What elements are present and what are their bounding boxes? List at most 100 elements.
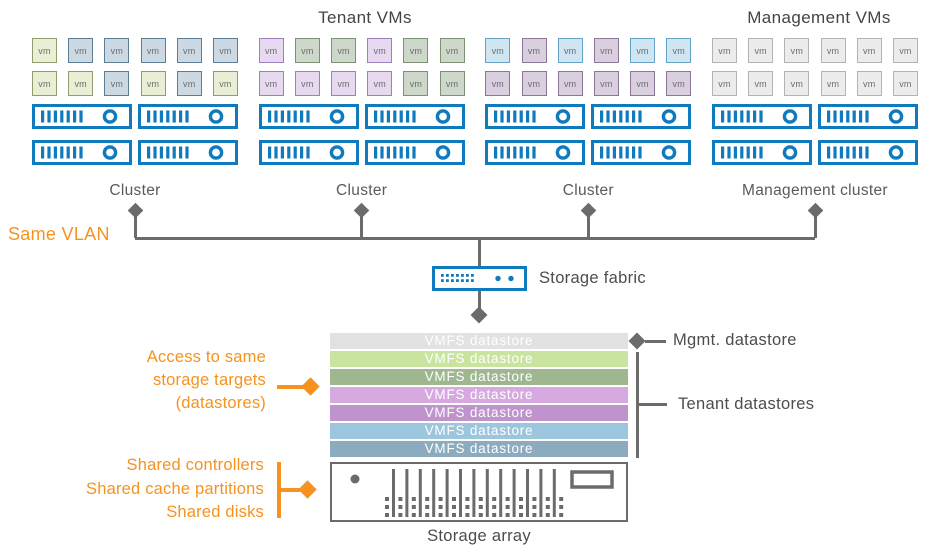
host-server-icon <box>364 140 465 165</box>
annotation-line: Shared disks <box>166 503 264 521</box>
mgmt-datastore-label: Mgmt. datastore <box>673 331 797 349</box>
same-vlan-label: Same VLAN <box>8 224 110 244</box>
vm-icon: vm <box>820 71 846 96</box>
vm-label: vm <box>146 78 160 89</box>
host-server-icon <box>258 140 359 165</box>
host-server-icon <box>817 140 918 165</box>
vm-label: vm <box>373 78 386 89</box>
host-server-icon <box>591 104 692 129</box>
vm-icon: vm <box>68 38 94 63</box>
shared-arrow-line <box>277 488 300 492</box>
annotation-line: storage targets <box>152 371 266 389</box>
host-server <box>711 140 812 170</box>
vm-label: vm <box>74 45 87 56</box>
host-server-icon <box>32 140 132 165</box>
host-server <box>258 140 359 170</box>
server-grid <box>32 104 238 170</box>
vm-label: vm <box>672 78 685 89</box>
vm-icon: vm <box>367 38 393 63</box>
host-server-icon <box>711 140 812 165</box>
vm-icon: vm <box>331 38 357 63</box>
vm-icon: vm <box>212 38 238 63</box>
vm-icon: vm <box>32 71 57 96</box>
vm-icon: vm <box>176 71 202 96</box>
vmfs-datastore-bar: VMFS datastore <box>330 441 628 457</box>
vm-icon: vm <box>630 71 656 96</box>
vm-label: vm <box>790 45 804 56</box>
vm-label: vm <box>264 78 278 89</box>
vm-label: vm <box>600 78 613 89</box>
vm-label: vm <box>264 45 278 56</box>
host-server-icon <box>258 104 359 129</box>
fabric-ports-graphic <box>441 274 514 282</box>
vm-label: vm <box>146 45 160 56</box>
cluster-stub-line <box>586 211 590 238</box>
host-server <box>485 140 586 170</box>
vm-icon: vm <box>892 38 918 63</box>
vm-icon: vm <box>294 38 320 63</box>
vm-label: vm <box>600 45 613 56</box>
vm-icon: vm <box>593 38 619 63</box>
vm-label: vm <box>183 78 196 89</box>
vm-icon: vm <box>666 71 692 96</box>
vm-icon: vm <box>557 38 583 63</box>
host-server <box>817 140 918 170</box>
vm-label: vm <box>527 78 541 89</box>
server-grid <box>485 104 692 170</box>
cluster-stub-line <box>360 211 364 238</box>
vm-label: vm <box>337 78 350 89</box>
host-server-icon <box>485 140 586 165</box>
vm-icon: vm <box>104 71 130 96</box>
vm-label: vm <box>301 78 314 89</box>
host-server <box>364 104 465 134</box>
storage-fabric-label: Storage fabric <box>539 269 646 287</box>
vm-label: vm <box>754 78 767 89</box>
cluster-stub-line <box>133 211 137 238</box>
vm-label: vm <box>899 78 912 89</box>
storage-array-graphic <box>350 469 614 517</box>
server-grid <box>258 104 465 170</box>
vm-icon: vm <box>176 38 202 63</box>
vm-label: vm <box>718 78 731 89</box>
vm-icon: vm <box>748 71 774 96</box>
vm-label: vm <box>38 78 51 89</box>
cluster-connector-diamond <box>580 202 597 219</box>
host-server <box>591 104 692 134</box>
host-server <box>258 104 359 134</box>
vm-icon: vm <box>439 38 465 63</box>
vm-label: vm <box>219 78 232 89</box>
vm-icon: vm <box>258 38 284 63</box>
vm-icon: vm <box>140 71 166 96</box>
cluster-label: Cluster <box>109 182 161 199</box>
vmfs-datastore-bar: VMFS datastore <box>330 405 628 421</box>
vm-icon: vm <box>593 71 619 96</box>
host-server <box>32 104 132 134</box>
host-server-icon <box>591 140 692 165</box>
vm-label: vm <box>826 78 840 89</box>
tenant-vms-title: Tenant VMs <box>318 8 412 27</box>
fabric-to-datastore-line <box>478 291 481 310</box>
vm-label: vm <box>445 45 459 56</box>
vm-label: vm <box>636 45 649 56</box>
cluster-connector-diamond <box>353 202 370 219</box>
host-server <box>138 104 238 134</box>
vm-icon: vm <box>748 38 774 63</box>
vm-label: vm <box>718 45 731 56</box>
vm-icon: vm <box>68 71 94 96</box>
annotation-line: Access to same <box>146 348 266 366</box>
vm-label: vm <box>409 78 423 89</box>
vm-label: vm <box>409 45 423 56</box>
vm-icon: vm <box>104 38 130 63</box>
vm-icon: vm <box>856 38 882 63</box>
tenant-datastores-tick-line <box>636 403 667 406</box>
vlan-bus-line <box>135 237 815 240</box>
vm-icon: vm <box>258 71 284 96</box>
vm-label: vm <box>754 45 767 56</box>
